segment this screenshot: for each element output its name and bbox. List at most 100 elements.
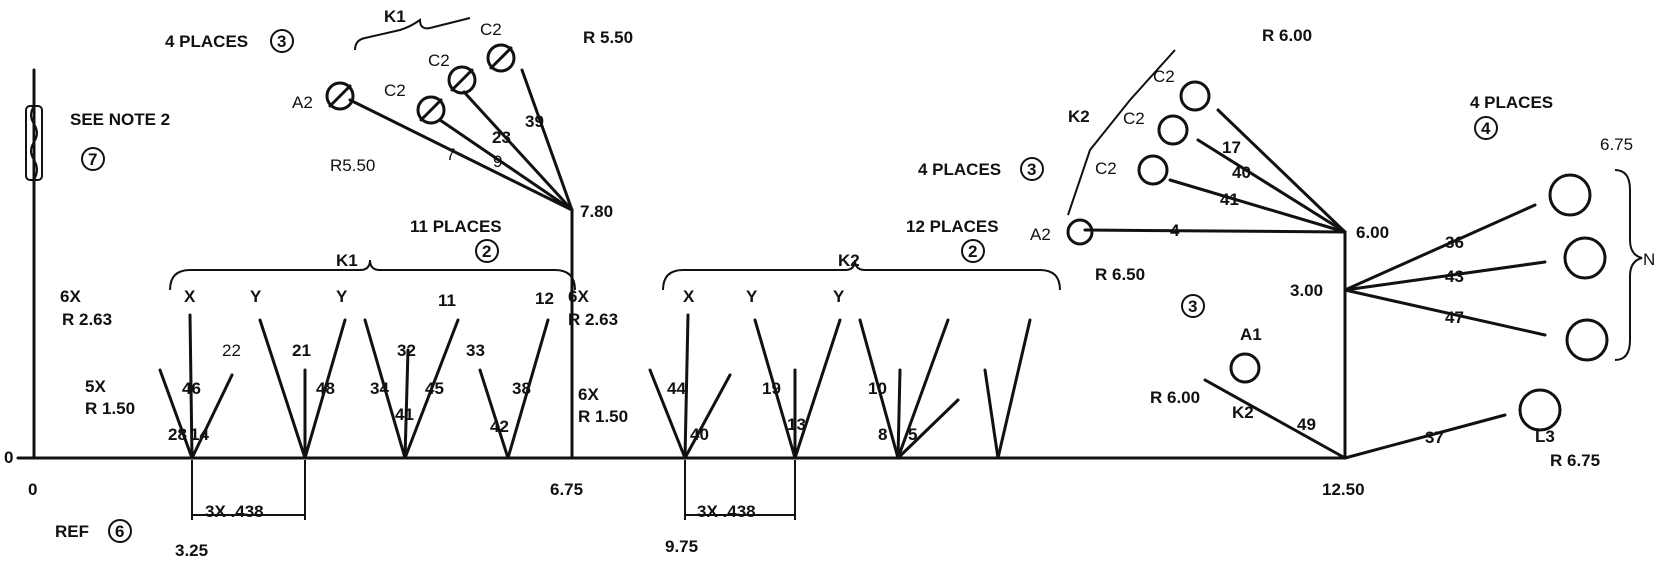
callout-3c bbox=[1181, 294, 1205, 318]
wire-number: 4 bbox=[1170, 221, 1180, 240]
wire-number: 49 bbox=[1297, 415, 1316, 434]
r263-label: R 2.63 bbox=[62, 310, 112, 329]
k-label: K2 bbox=[838, 251, 860, 270]
y-label: Y bbox=[833, 287, 845, 306]
callout-num: 4 bbox=[1481, 119, 1491, 138]
n-label: N bbox=[1643, 250, 1655, 269]
wire-number: 14 bbox=[190, 425, 209, 444]
wire-number: 48 bbox=[316, 379, 335, 398]
x-label: X bbox=[184, 287, 196, 306]
callout-2a bbox=[475, 239, 499, 263]
callout-num: 3 bbox=[277, 32, 286, 51]
c-label: C2 bbox=[1095, 159, 1117, 178]
callout-num: 2 bbox=[482, 242, 491, 261]
6x-label: 6X bbox=[568, 287, 589, 306]
wire-number: 41 bbox=[1220, 190, 1239, 209]
wire-number: 40 bbox=[1232, 163, 1251, 182]
callout-num: 7 bbox=[88, 150, 97, 169]
r650-label: R 6.50 bbox=[1095, 265, 1145, 284]
c-label: C2 bbox=[1153, 67, 1175, 86]
dim-325: 3.25 bbox=[175, 541, 208, 560]
wire-number: 32 bbox=[397, 341, 416, 360]
brace-k2-top bbox=[1067, 49, 1176, 216]
a-label: A2 bbox=[292, 93, 313, 112]
dim-0: 0 bbox=[28, 480, 37, 499]
places-label: 4 PLACES bbox=[918, 160, 1001, 179]
ref-label: REF bbox=[55, 522, 89, 541]
callout-4 bbox=[1474, 116, 1498, 140]
r263-label: R 2.63 bbox=[568, 310, 618, 329]
wire-number: 10 bbox=[868, 379, 887, 398]
r675-label: R 6.75 bbox=[1550, 451, 1600, 470]
wire-number: 9 bbox=[493, 152, 502, 171]
r150-label: R 1.50 bbox=[85, 399, 135, 418]
y-label: Y bbox=[336, 287, 348, 306]
wire-number: 38 bbox=[512, 379, 531, 398]
lower-fans bbox=[158, 313, 1032, 460]
wire-number: 23 bbox=[492, 128, 511, 147]
dim-675-base: 6.75 bbox=[550, 480, 583, 499]
wire-number: 17 bbox=[1222, 138, 1241, 157]
wire-number: 11 bbox=[438, 291, 456, 310]
wire-number: 36 bbox=[1445, 233, 1464, 252]
3x-label: 3X .438 bbox=[205, 502, 264, 521]
r550-label: R 5.50 bbox=[583, 28, 633, 47]
wire-number: 21 bbox=[292, 341, 311, 360]
c-label: C2 bbox=[480, 20, 502, 39]
places-label: 12 PLACES bbox=[906, 217, 999, 236]
wire-number: 28 bbox=[168, 425, 187, 444]
callout-7 bbox=[81, 147, 105, 171]
a-label: A1 bbox=[1240, 325, 1262, 344]
wire-number: 40 bbox=[690, 425, 709, 444]
dim-0-left: 0 bbox=[4, 448, 13, 467]
brace-k1-top bbox=[354, 17, 471, 51]
wire-number: 8 bbox=[878, 425, 887, 444]
wire-number: 42 bbox=[490, 417, 509, 436]
wire-number: 7 bbox=[446, 145, 455, 164]
dim-1250: 12.50 bbox=[1322, 480, 1365, 499]
callout-6 bbox=[108, 519, 132, 543]
wire-number: 13 bbox=[787, 415, 806, 434]
dim-300: 3.00 bbox=[1290, 281, 1323, 300]
callout-2b bbox=[961, 239, 985, 263]
wire-number: 12 bbox=[535, 289, 554, 308]
wire-number: 44 bbox=[667, 379, 686, 398]
y-label: Y bbox=[746, 287, 758, 306]
k-label: K2 bbox=[1068, 107, 1090, 126]
dim-780: 7.80 bbox=[580, 202, 613, 221]
callout-num: 6 bbox=[115, 522, 124, 541]
c-label: C2 bbox=[428, 51, 450, 70]
r550-label: R5.50 bbox=[330, 156, 375, 175]
wire-number: 22 bbox=[222, 341, 241, 360]
places-label: 11 PLACES bbox=[410, 217, 502, 236]
fan-n bbox=[1343, 173, 1609, 460]
callout-num: 2 bbox=[968, 242, 977, 261]
dim-600: 6.00 bbox=[1356, 223, 1389, 242]
fan-k2-top bbox=[1066, 80, 1347, 460]
wire-number: 37 bbox=[1425, 428, 1444, 447]
wire-number: 41 bbox=[395, 405, 414, 424]
r600-label: R 6.00 bbox=[1150, 388, 1200, 407]
y-label: Y bbox=[250, 287, 262, 306]
r150-label: R 1.50 bbox=[578, 407, 628, 426]
callout-num: 3 bbox=[1188, 297, 1197, 316]
places-label: 4 PLACES bbox=[165, 32, 248, 51]
k-label: K1 bbox=[336, 251, 358, 270]
dim-975: 9.75 bbox=[665, 537, 698, 556]
k-label: K2 bbox=[1232, 403, 1254, 422]
3x-label: 3X .438 bbox=[697, 502, 756, 521]
5x-label: 5X bbox=[85, 377, 106, 396]
k-label: K1 bbox=[384, 7, 406, 26]
see-note-label: SEE NOTE 2 bbox=[70, 110, 170, 129]
6x-label: 6X bbox=[60, 287, 81, 306]
wire-number: 43 bbox=[1445, 267, 1464, 286]
callout-num: 3 bbox=[1027, 160, 1036, 179]
c-label: C2 bbox=[384, 81, 406, 100]
l3-label: L3 bbox=[1535, 427, 1555, 446]
places-label: 4 PLACES bbox=[1470, 93, 1553, 112]
c-label: C2 bbox=[1123, 109, 1145, 128]
dim-675: 6.75 bbox=[1600, 135, 1633, 154]
a-label: A2 bbox=[1030, 225, 1051, 244]
